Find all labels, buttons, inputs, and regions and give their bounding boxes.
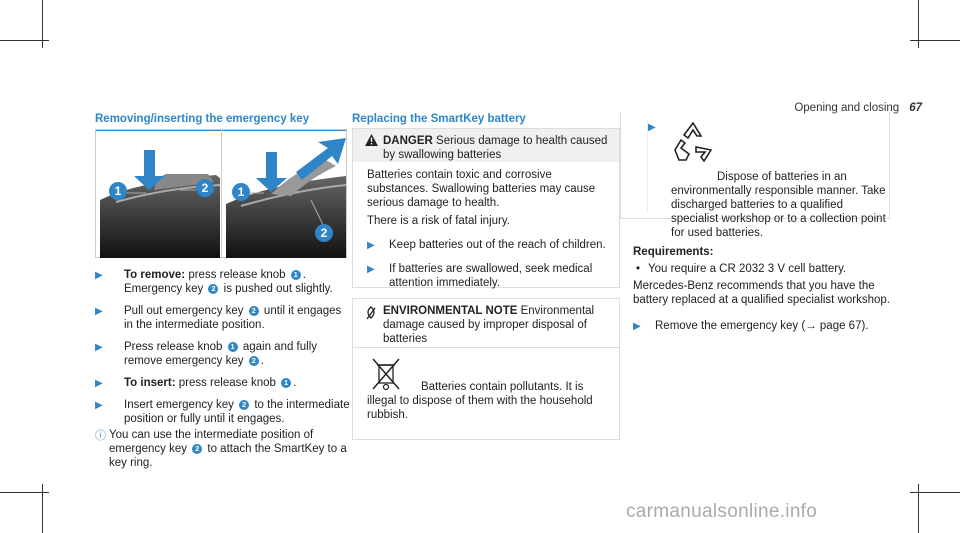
crop-mark xyxy=(0,40,49,41)
ref-1: 1 xyxy=(290,270,301,280)
callout-1: 1 xyxy=(109,182,127,200)
crop-mark xyxy=(0,492,49,493)
key-illustration: 1 2 1 2 xyxy=(95,129,347,258)
info-icon: ⓘ xyxy=(95,430,106,442)
recycle-text: Dispose of batteries in an environmental… xyxy=(671,171,886,239)
step-insert-key: ▶ Insert emergency key 2 to the intermed… xyxy=(95,399,350,425)
requirements: Requirements: You require a CR 2032 3 V … xyxy=(633,245,898,341)
ref-2: 2 xyxy=(248,306,259,316)
vertical-rule xyxy=(647,120,648,212)
ref-2: 2 xyxy=(239,400,250,410)
ref-2: 2 xyxy=(192,444,203,454)
step-arrow-icon: ▶ xyxy=(367,240,375,251)
ref-1: 1 xyxy=(227,342,238,352)
step-remove: ▶ To remove: press release knob 1. Emerg… xyxy=(95,269,333,295)
step-arrow-icon: ▶ xyxy=(95,378,103,389)
warning-icon xyxy=(365,134,378,146)
ref-2: 2 xyxy=(248,356,259,366)
env-text: Batteries contain pollutants. It is ille… xyxy=(367,381,593,421)
danger-step: ▶ If batteries are swallowed, seek medic… xyxy=(367,263,593,289)
section-title: Opening and closing xyxy=(794,102,900,114)
step-arrow-icon: ▶ xyxy=(95,306,103,317)
step-remove-key: ▶ Remove the emergency key (→ page 67). xyxy=(633,320,869,332)
step-arrow-icon: ▶ xyxy=(95,342,103,353)
danger-header: DANGER Serious damage to health caused b… xyxy=(353,129,619,162)
step-arrow-icon: ▶ xyxy=(95,270,103,281)
step-arrow-icon: ▶ xyxy=(367,264,375,275)
env-body: Batteries contain pollutants. It is ille… xyxy=(353,348,619,428)
env-header: ENVIRONMENTAL NOTE Environmental damage … xyxy=(353,299,619,348)
watermark: carmanualsonline.info xyxy=(626,501,818,522)
ref-2: 2 xyxy=(208,284,219,294)
step-press-again: ▶ Press release knob 1 again and fully r… xyxy=(95,341,318,367)
danger-step: ▶ Keep batteries out of the reach of chi… xyxy=(367,239,606,251)
requirement-note: Mercedes-Benz recommends that you have t… xyxy=(633,280,890,306)
recycle-icon xyxy=(674,121,713,163)
danger-body: Batteries contain toxic and corrosive su… xyxy=(353,162,619,296)
environmental-box: ENVIRONMENTAL NOTE Environmental damage … xyxy=(352,298,620,440)
step-arrow-icon: ▶ xyxy=(95,400,103,411)
danger-box: DANGER Serious damage to health caused b… xyxy=(352,128,620,289)
crop-mark xyxy=(42,0,43,48)
figure-divider xyxy=(221,130,222,257)
crop-mark xyxy=(910,40,960,41)
requirements-heading: Requirements: xyxy=(633,246,714,258)
step-arrow-icon: ▶ xyxy=(633,321,641,332)
callout-1: 1 xyxy=(232,183,250,201)
step-arrow-icon: ▶ xyxy=(648,122,656,133)
recycle-box: ▶ Dispose of batteries in an environment… xyxy=(620,112,890,239)
callout-2: 2 xyxy=(315,224,333,242)
requirement-item: You require a CR 2032 3 V cell battery. xyxy=(633,262,898,276)
crossed-bin-icon xyxy=(372,358,400,391)
step-insert: ▶ To insert: press release knob 1. xyxy=(95,377,297,389)
crop-mark xyxy=(918,484,919,533)
crop-mark xyxy=(918,0,919,48)
crop-mark xyxy=(42,484,43,533)
page-header: Opening and closing 67 xyxy=(794,101,922,115)
callout-2: 2 xyxy=(196,179,214,197)
step-pull-out: ▶ Pull out emergency key 2 until it enga… xyxy=(95,305,342,331)
instruction-steps: ▶ To remove: press release knob 1. Emerg… xyxy=(95,268,350,470)
crop-mark xyxy=(910,492,960,493)
environment-icon xyxy=(366,306,376,320)
page-number: 67 xyxy=(909,102,922,114)
info-note: ⓘ You can use the intermediate position … xyxy=(95,429,347,469)
ref-1: 1 xyxy=(281,378,292,388)
